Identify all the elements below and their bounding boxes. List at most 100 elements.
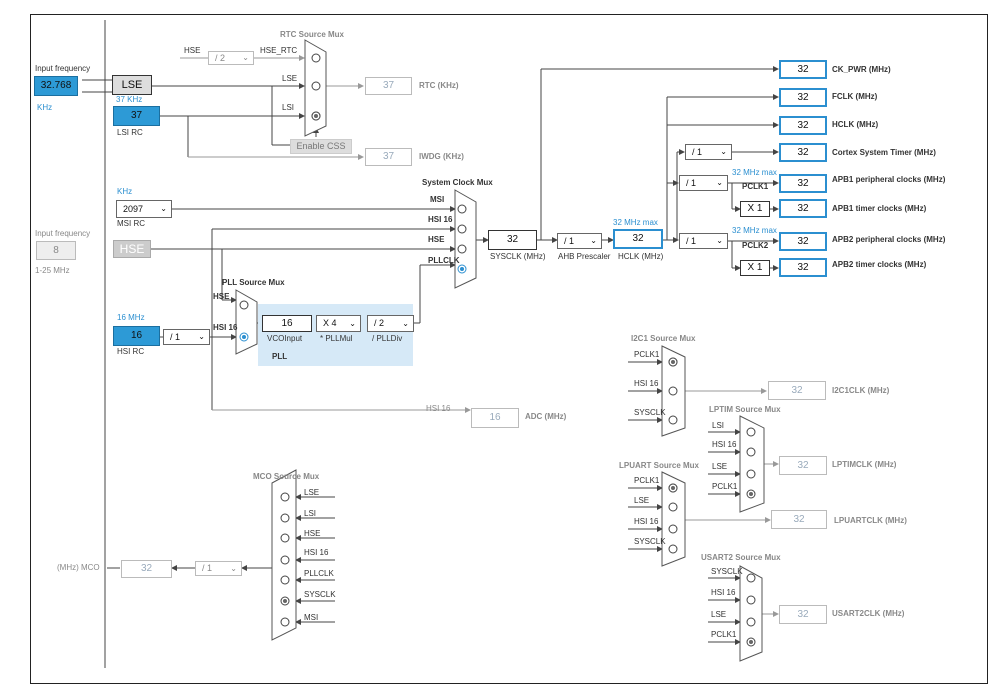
ckpwr-value: 32 bbox=[779, 60, 827, 79]
iwdg-value: 37 bbox=[365, 148, 412, 166]
adc-in: HSI 16 bbox=[426, 404, 451, 413]
usart2-value: 32 bbox=[779, 605, 827, 624]
hclk-label: HCLK (MHz) bbox=[618, 252, 664, 261]
usart2-in4: PCLK1 bbox=[711, 630, 737, 639]
apb2-max: 32 MHz max bbox=[732, 226, 777, 235]
chevron-down-icon: ⌄ bbox=[349, 319, 356, 328]
mco-in1: LSE bbox=[304, 488, 320, 497]
fclk-label: FCLK (MHz) bbox=[832, 92, 878, 101]
chevron-down-icon: ⌄ bbox=[160, 204, 167, 213]
hclk-value[interactable]: 32 bbox=[613, 229, 663, 249]
lptim-value: 32 bbox=[779, 456, 827, 475]
rtc-hse-div-select[interactable]: / 2⌄ bbox=[208, 51, 254, 65]
hsi-value: 16 bbox=[113, 326, 160, 346]
mco-in3: HSE bbox=[304, 529, 321, 538]
ahb-select[interactable]: / 1 ⌄ bbox=[557, 233, 602, 249]
pll-div-select[interactable]: / 2⌄ bbox=[367, 315, 414, 332]
hse-input-value[interactable]: 8 bbox=[36, 241, 76, 260]
hclk-out-value: 32 bbox=[779, 116, 827, 135]
msi-select[interactable]: 2097⌄ bbox=[116, 200, 172, 218]
sys-mux-hse: HSE bbox=[428, 235, 445, 244]
lptim-in4: PCLK1 bbox=[712, 482, 738, 491]
apb1p-label: APB1 peripheral clocks (MHz) bbox=[832, 175, 946, 184]
pll-mul-select[interactable]: X 4⌄ bbox=[316, 315, 361, 332]
pll-mux-hsi16: HSI 16 bbox=[213, 323, 238, 332]
lptim-in2: HSI 16 bbox=[712, 440, 737, 449]
pll-mux-title: PLL Source Mux bbox=[222, 278, 285, 287]
adc-label: ADC (MHz) bbox=[525, 412, 567, 421]
rtc-mux-title: RTC Source Mux bbox=[280, 30, 345, 39]
rtc-in-lse: LSE bbox=[282, 74, 298, 83]
lpuart-in2: LSE bbox=[634, 496, 650, 505]
sys-mux-pllclk: PLLCLK bbox=[428, 256, 460, 265]
apb2t-value: 32 bbox=[779, 258, 827, 277]
mco-mux-title: MCO Source Mux bbox=[253, 472, 320, 481]
diagram-frame bbox=[30, 14, 988, 684]
apb1-div-select[interactable]: / 1⌄ bbox=[679, 175, 728, 191]
hsi-div-select[interactable]: / 1⌄ bbox=[163, 329, 210, 345]
chevron-down-icon: ⌄ bbox=[720, 147, 727, 156]
i2c1-in2: HSI 16 bbox=[634, 379, 659, 388]
apb1-timer-mul: X 1 bbox=[740, 201, 770, 217]
lse-input-freq-label: Input frequency bbox=[35, 64, 91, 73]
pll-label: PLL bbox=[272, 352, 288, 361]
rtc-in-hse: HSE bbox=[184, 46, 201, 55]
apb2-timer-mul: X 1 bbox=[740, 260, 770, 276]
hclk-max: 32 MHz max bbox=[613, 218, 658, 227]
apb2-div-select[interactable]: / 1⌄ bbox=[679, 233, 728, 249]
iwdg-label: IWDG (KHz) bbox=[419, 152, 464, 161]
lsi-value: 37 bbox=[113, 106, 160, 126]
apb2p-label: APB2 peripheral clocks (MHz) bbox=[832, 235, 946, 244]
i2c1-in3: SYSCLK bbox=[634, 408, 666, 417]
fclk-value: 32 bbox=[779, 88, 827, 107]
pll-mux-hse: HSE bbox=[213, 292, 230, 301]
ahb-div-value: / 1 bbox=[564, 236, 575, 246]
usart2-label: USART2CLK (MHz) bbox=[832, 609, 905, 618]
chevron-down-icon: ⌄ bbox=[198, 332, 205, 341]
chevron-down-icon: ⌄ bbox=[716, 178, 723, 187]
cortex-label: Cortex System Timer (MHz) bbox=[832, 148, 936, 157]
apb2-pclk: PCLK2 bbox=[742, 241, 769, 250]
chevron-down-icon: ⌄ bbox=[230, 564, 237, 573]
lptim-mux-title: LPTIM Source Mux bbox=[709, 405, 781, 414]
mco-in5: PLLCLK bbox=[304, 569, 334, 578]
chevron-down-icon: ⌄ bbox=[590, 236, 597, 245]
rtc-label: RTC (KHz) bbox=[419, 81, 459, 90]
lptim-in3: LSE bbox=[712, 462, 728, 471]
sysclk-value: 32 bbox=[488, 230, 537, 250]
hse-range: 1-25 MHz bbox=[35, 266, 70, 275]
sys-mux-hsi16: HSI 16 bbox=[428, 215, 453, 224]
usart2-in2: HSI 16 bbox=[711, 588, 736, 597]
lse-input-value[interactable]: 32.768 bbox=[34, 76, 78, 96]
lsi-freq: 37 KHz bbox=[116, 95, 143, 104]
pll-div-label: / PLLDiv bbox=[372, 334, 403, 343]
lsi-label: LSI RC bbox=[117, 128, 143, 137]
cortex-value: 32 bbox=[779, 143, 827, 162]
hclk-out-label: HCLK (MHz) bbox=[832, 120, 879, 129]
lse-box: LSE bbox=[112, 75, 152, 95]
lptim-label: LPTIMCLK (MHz) bbox=[832, 460, 897, 469]
mco-div-value: / 1 bbox=[202, 563, 213, 573]
cortex-div-select[interactable]: / 1⌄ bbox=[685, 144, 732, 160]
lpuart-mux-title: LPUART Source Mux bbox=[619, 461, 700, 470]
hse-box: HSE bbox=[113, 240, 151, 258]
rtc-value: 37 bbox=[365, 77, 412, 95]
chevron-down-icon: ⌄ bbox=[716, 236, 723, 245]
mco-label: (MHz) MCO bbox=[57, 563, 100, 572]
usart2-mux-title: USART2 Source Mux bbox=[701, 553, 781, 562]
apb1t-label: APB1 timer clocks (MHz) bbox=[832, 204, 927, 213]
lpuart-in1: PCLK1 bbox=[634, 476, 660, 485]
pll-div-value: / 2 bbox=[374, 318, 385, 328]
hse-input-freq-label: Input frequency bbox=[35, 229, 91, 238]
lpuart-in4: SYSCLK bbox=[634, 537, 666, 546]
hsi-freq: 16 MHz bbox=[117, 313, 145, 322]
usart2-in1: SYSCLK bbox=[711, 567, 743, 576]
mco-div-select[interactable]: / 1 ⌄ bbox=[195, 561, 242, 576]
lpuart-in3: HSI 16 bbox=[634, 517, 659, 526]
apb1p-value: 32 bbox=[779, 174, 827, 193]
mco-value: 32 bbox=[121, 560, 172, 578]
chevron-down-icon: ⌄ bbox=[242, 53, 249, 62]
lpuart-value: 32 bbox=[771, 510, 827, 529]
rtc-in-lsi: LSI bbox=[282, 103, 295, 112]
enable-css-button[interactable]: Enable CSS bbox=[290, 139, 352, 154]
